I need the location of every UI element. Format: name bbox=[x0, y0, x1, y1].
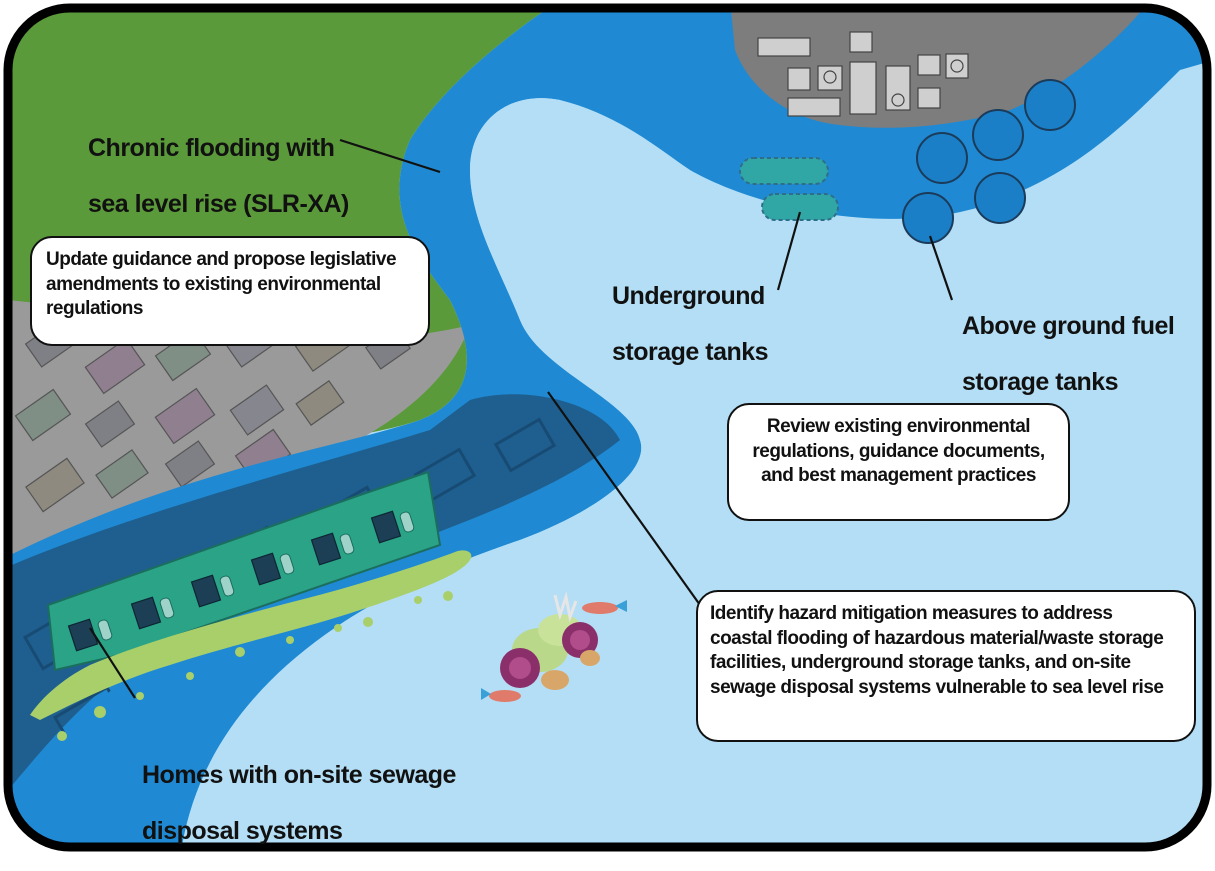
label-chronic-flooding: Chronic flooding with sea level rise (SL… bbox=[88, 108, 349, 244]
label-chronic-flooding-line2: sea level rise (SLR-XA) bbox=[88, 189, 349, 218]
callout-identify-measures-line4: sewage disposal systems vulnerable to se… bbox=[710, 677, 1164, 699]
label-homes-line2: disposal systems bbox=[142, 816, 343, 845]
label-above-ground-tanks-line2: storage tanks bbox=[962, 367, 1119, 396]
underground-tanks bbox=[739, 157, 839, 221]
label-underground-tanks: Underground storage tanks bbox=[612, 256, 769, 392]
callout-review-regulations: Review existing environmental regulation… bbox=[727, 403, 1070, 521]
label-above-ground-tanks: Above ground fuel storage tanks bbox=[962, 286, 1175, 422]
callout-review-regulations-line2: regulations, guidance documents, bbox=[752, 440, 1045, 462]
label-homes-line1: Homes with on-site sewage bbox=[142, 761, 456, 789]
label-above-ground-tanks-line1: Above ground fuel bbox=[962, 312, 1175, 340]
callout-review-regulations-line3: and best management practices bbox=[761, 465, 1036, 487]
industrial-buildings bbox=[757, 31, 969, 117]
callout-identify-measures: Identify hazard mitigation measures to a… bbox=[696, 590, 1196, 742]
callout-identify-measures-line3: facilities, underground storage tanks, a… bbox=[710, 652, 1131, 674]
callout-identify-measures-line2: coastal flooding of hazardous material/w… bbox=[710, 627, 1164, 649]
leader-lines bbox=[89, 138, 954, 699]
callout-identify-measures-line1: Identify hazard mitigation measures to a… bbox=[710, 603, 1113, 624]
coral-reef bbox=[481, 591, 627, 702]
callout-update-guidance-line1: Update guidance and propose legislative bbox=[46, 249, 397, 270]
homes-row bbox=[46, 470, 442, 672]
label-underground-tanks-line1: Underground bbox=[612, 282, 765, 310]
callout-update-guidance: Update guidance and propose legislative … bbox=[30, 236, 430, 346]
callout-review-regulations-line1: Review existing environmental bbox=[766, 416, 1031, 437]
diagram-frame bbox=[3, 3, 1212, 852]
shoreline-vegetation bbox=[30, 550, 472, 720]
label-underground-tanks-line2: storage tanks bbox=[612, 337, 769, 366]
above-ground-tanks bbox=[902, 79, 1076, 244]
label-chronic-flooding-line1: Chronic flooding with bbox=[88, 134, 335, 162]
callout-update-guidance-line3: regulations bbox=[46, 298, 143, 320]
label-homes: Homes with on-site sewage disposal syste… bbox=[142, 735, 456, 871]
callout-update-guidance-line2: amendments to existing environmental bbox=[46, 273, 381, 295]
flooded-neighborhood bbox=[8, 394, 620, 800]
vegetation-dots bbox=[57, 591, 453, 741]
